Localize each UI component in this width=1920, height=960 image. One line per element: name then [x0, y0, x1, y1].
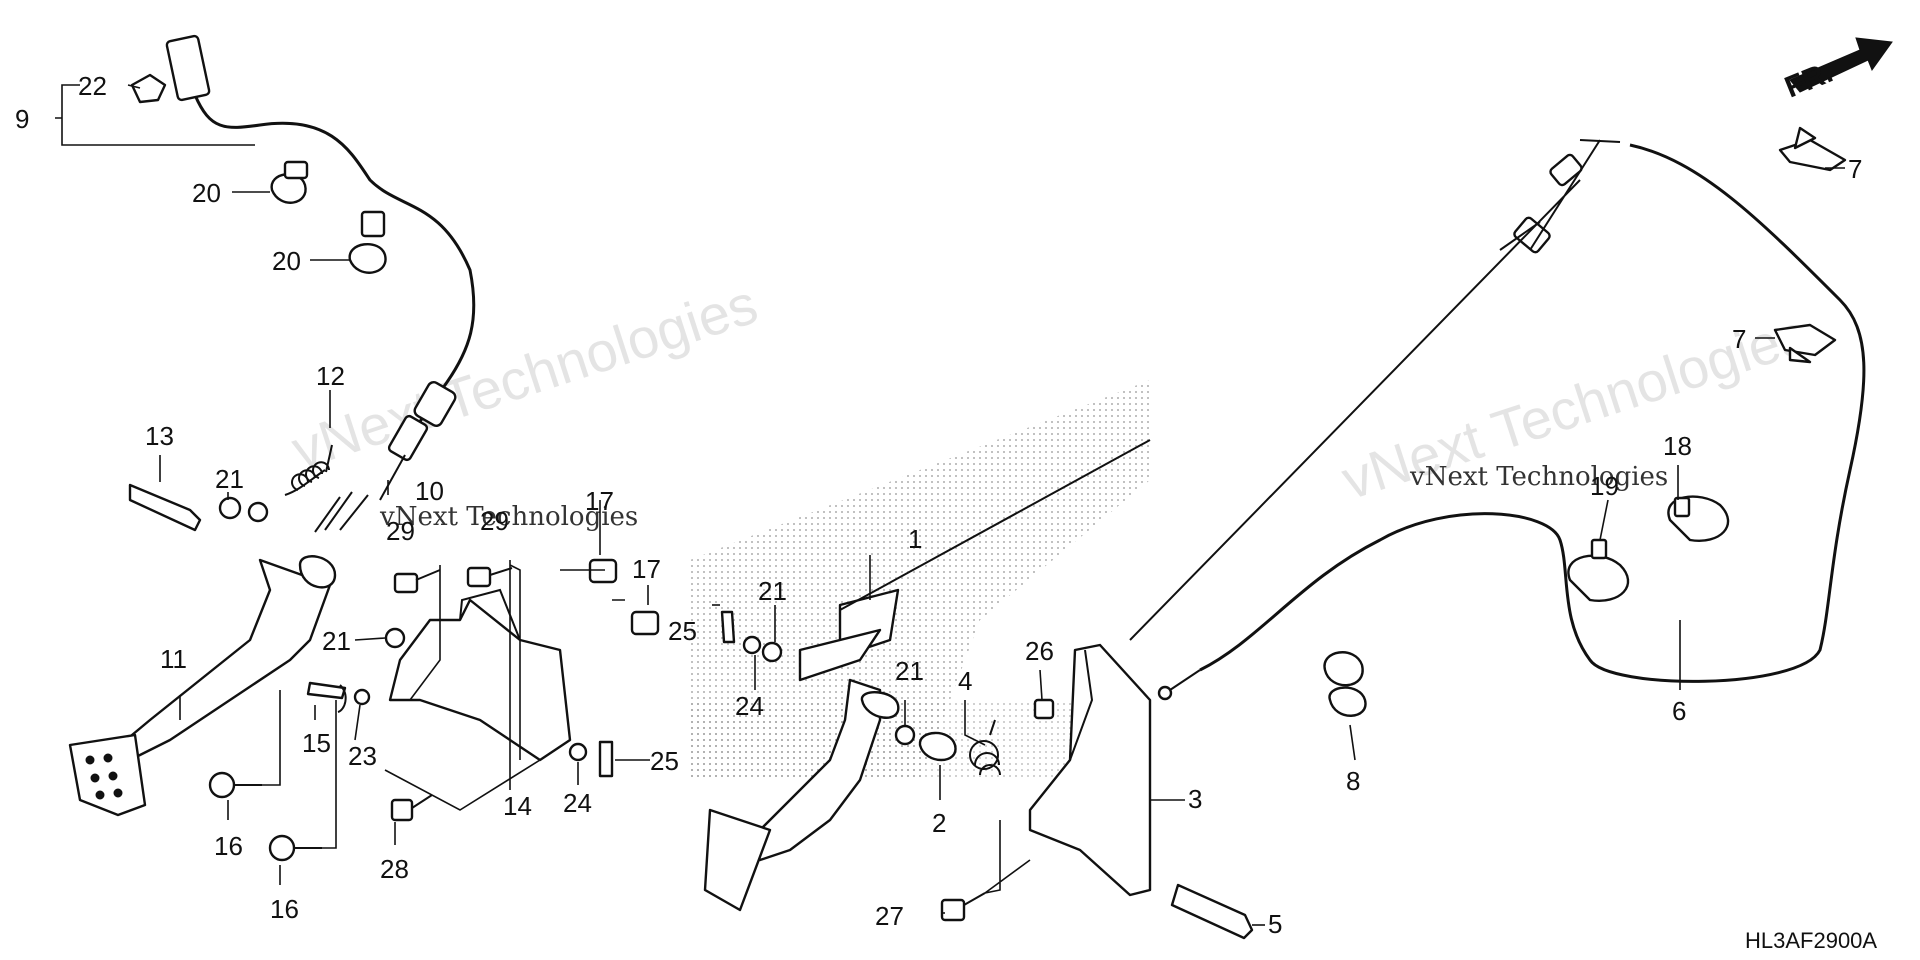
callout-17b: 17 — [632, 554, 661, 584]
watermark-4: vNext Technologies — [1409, 462, 1668, 492]
callout-5: 5 — [1268, 909, 1282, 939]
cable-tie-19 — [1567, 538, 1630, 602]
pin-5 — [1170, 883, 1254, 940]
bolt-26 — [1033, 698, 1055, 720]
bolt-27 — [940, 892, 986, 922]
callout-7a: 7 — [1848, 154, 1862, 184]
callout-7b: 7 — [1732, 324, 1746, 354]
callout-27: 27 — [875, 901, 904, 931]
washer-24b — [568, 742, 588, 762]
washer-21c — [384, 627, 406, 649]
clip-8 — [1323, 651, 1367, 717]
pin-25b — [598, 740, 614, 778]
nut-17b — [630, 610, 660, 636]
diagram-code: HL3AF2900A — [1745, 928, 1877, 953]
watermark-1: vNext Technologies — [284, 272, 764, 482]
callout-25b: 25 — [650, 746, 679, 776]
callout-22: 22 — [78, 71, 107, 101]
spring-12 — [284, 444, 333, 496]
shading — [690, 380, 1150, 780]
bolt-29b — [466, 566, 513, 588]
callout-14: 14 — [503, 791, 532, 821]
callout-8: 8 — [1346, 766, 1360, 796]
callout-25a: 25 — [668, 616, 697, 646]
callout-3: 3 — [1188, 784, 1202, 814]
callout-18: 18 — [1663, 431, 1692, 461]
washer-21a — [218, 496, 242, 520]
pedal-bracket-14 — [388, 588, 572, 762]
callout-20a: 20 — [192, 178, 221, 208]
washer-21b — [247, 501, 269, 523]
callout-21a: 21 — [215, 464, 244, 494]
callout-24a: 24 — [735, 691, 764, 721]
callout-17a: 17 — [585, 486, 614, 516]
callout-1: 1 — [908, 524, 922, 554]
clamp-7b — [1773, 323, 1837, 364]
callout-29a: 29 — [386, 516, 415, 546]
bracket-3 — [1028, 643, 1152, 897]
spring-4 — [969, 719, 1001, 776]
callout-16b: 16 — [270, 894, 299, 924]
throttle-cable-6 — [1157, 139, 1866, 701]
leader-lines — [55, 84, 1845, 926]
callout-20b: 20 — [272, 246, 301, 276]
callout-11: 11 — [160, 644, 187, 674]
clip-22 — [130, 73, 167, 104]
callout-28: 28 — [380, 854, 409, 884]
clamp-20a — [270, 160, 309, 204]
callout-2: 2 — [932, 808, 946, 838]
callout-21b: 21 — [322, 626, 351, 656]
callout-labels: 1 2 3 4 5 6 7 7 8 9 10 11 12 13 14 15 16… — [15, 71, 1862, 939]
callout-16a: 16 — [214, 831, 243, 861]
cable-tie-18 — [1667, 495, 1730, 542]
callout-15: 15 — [302, 728, 331, 758]
callout-23: 23 — [348, 741, 377, 771]
cable-link-line — [1129, 139, 1601, 641]
callout-26: 26 — [1025, 636, 1054, 666]
plate-15 — [306, 681, 347, 700]
bolt-16b — [268, 834, 322, 862]
nut-23 — [353, 688, 371, 706]
clamp-7a — [1778, 126, 1847, 172]
callout-6: 6 — [1672, 696, 1686, 726]
callout-12: 12 — [316, 361, 345, 391]
watermark-2: vNext Technologies — [379, 502, 638, 532]
callout-9: 9 — [15, 104, 29, 134]
clamp-20b — [348, 210, 387, 274]
callout-21d: 21 — [895, 656, 924, 686]
callout-4: 4 — [958, 666, 972, 696]
callout-10: 10 — [415, 476, 444, 506]
callout-24b: 24 — [563, 788, 592, 818]
nut-17a — [588, 558, 618, 584]
lever-1 — [798, 588, 900, 682]
bolt-28 — [390, 794, 433, 822]
front-direction-arrow: FR. — [1780, 37, 1893, 104]
bolt-16a — [208, 771, 262, 799]
bolt-29a — [393, 569, 441, 594]
washer-21d — [761, 641, 783, 663]
callout-13: 13 — [145, 421, 174, 451]
washer-21e — [894, 724, 916, 746]
bushing-2 — [918, 731, 957, 762]
pin-25a — [720, 610, 736, 644]
brake-pedal-11 — [68, 555, 337, 817]
cable-end-line — [839, 439, 1151, 611]
brake-switch-cable — [165, 34, 476, 533]
washer-24a — [742, 635, 762, 655]
callout-29b: 29 — [480, 506, 509, 536]
callout-19: 19 — [1590, 471, 1619, 501]
accelerator-pedal — [703, 678, 900, 912]
pin-13 — [128, 483, 202, 532]
pin-23-clip — [337, 684, 347, 713]
callout-21c: 21 — [758, 576, 787, 606]
